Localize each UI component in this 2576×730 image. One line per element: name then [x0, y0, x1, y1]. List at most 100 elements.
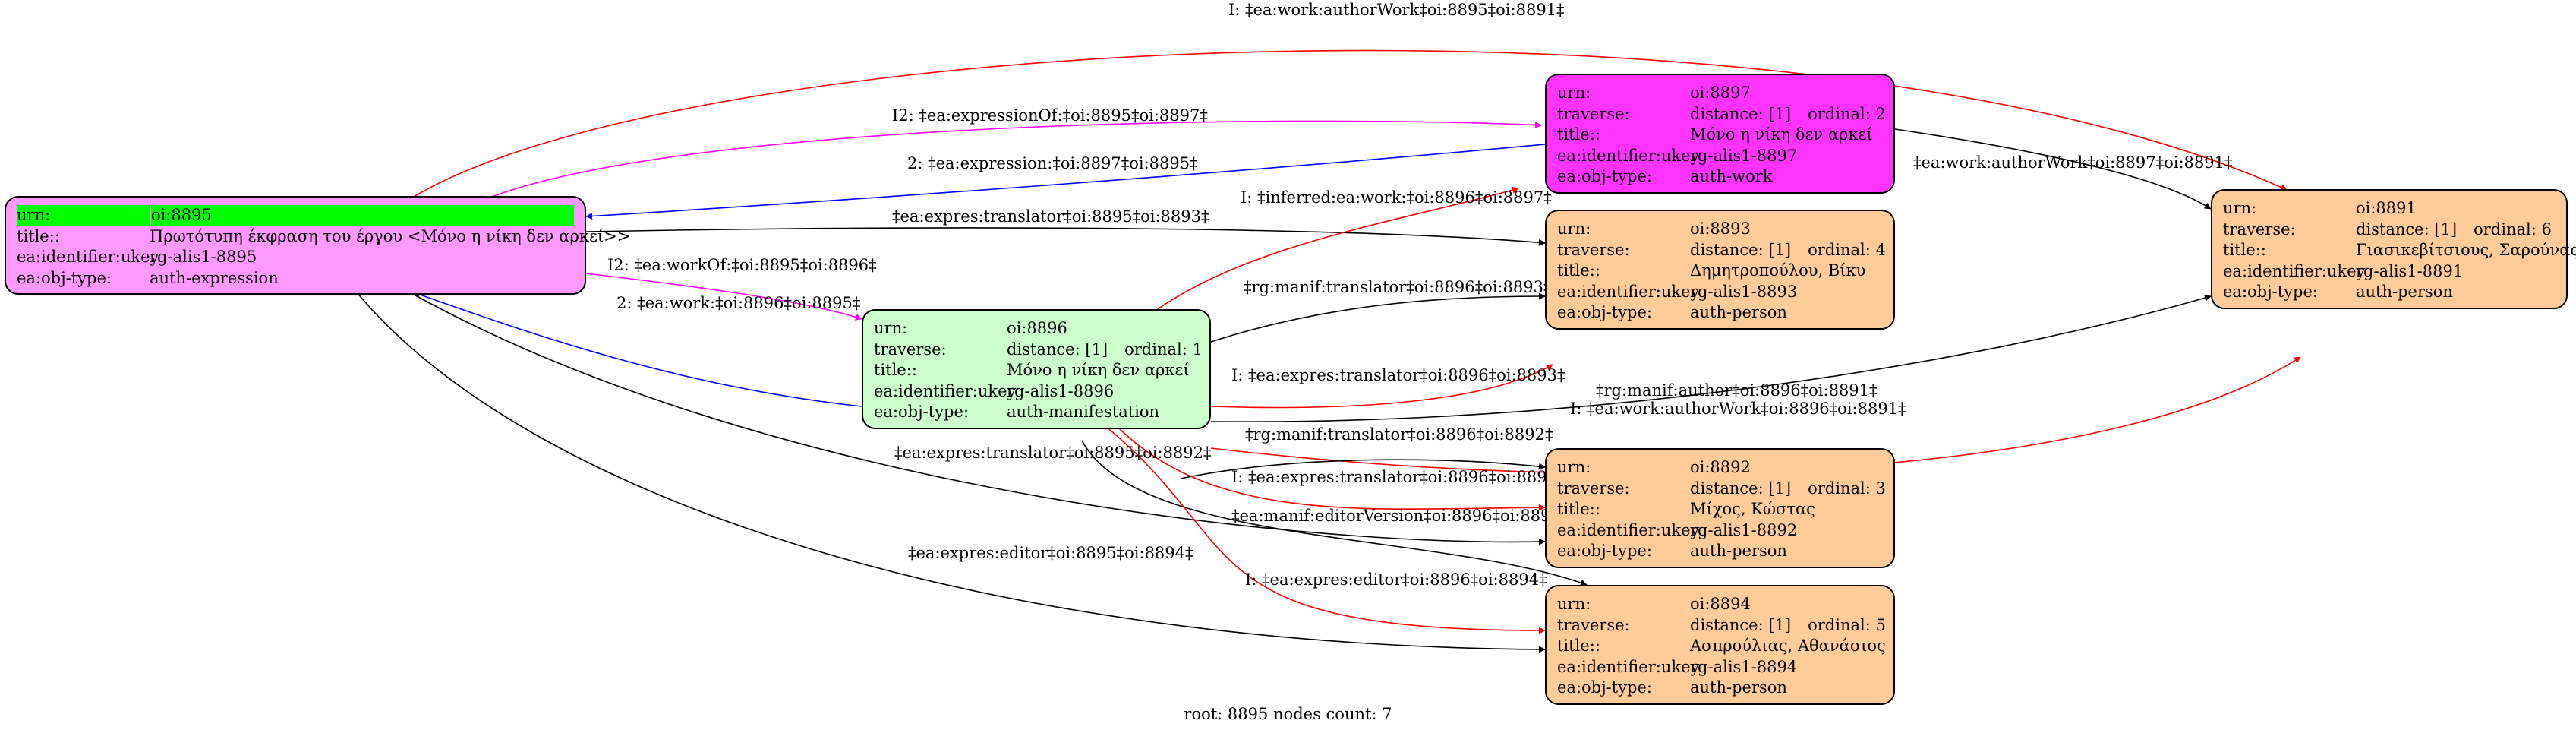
node-8894[interactable]: urn: oi:8894 traverse: distance: [1]ordi…: [1545, 585, 1895, 705]
node-8893[interactable]: urn: oi:8893 traverse: distance: [1]ordi…: [1545, 210, 1895, 330]
edge-label: I2: ‡ea:workOf:‡oi:8895‡oi:8896‡: [607, 256, 877, 274]
title-value: Μόνο η νίκη δεν αρκεί: [1690, 125, 1873, 144]
edge-label: ‡ea:expres:editor‡oi:8895‡oi:8894‡: [908, 544, 1193, 562]
ordinal: ordinal: 2: [1808, 104, 1886, 123]
traverse-value: distance: [1]ordinal: 5: [1690, 615, 1886, 637]
edge-label: I: ‡ea:work:authorWork‡oi:8896‡oi:8891‡: [1570, 400, 1906, 418]
node-row-traverse: traverse: distance: [1]ordinal: 4: [1557, 240, 1886, 261]
type-key: ea:obj-type:: [1557, 167, 1652, 185]
edge-8897-8891-authorwork: [1894, 128, 2212, 210]
edge-8896-8894-editor-red: [1104, 425, 1546, 634]
node-row-title: title:: Δημητροπούλου, Βίκυ: [1557, 261, 1883, 282]
node-row-ukey: ea:identifier:ukey rg-alis1-8894: [1557, 657, 1883, 678]
title-value: Πρωτότυπη έκφραση του έργου <Μόνο η νίκη…: [150, 226, 631, 245]
title-key: title::: [1557, 125, 1600, 144]
edge-label: ‡rg:manif:author‡oi:8896‡oi:8891‡: [1596, 381, 1878, 400]
node-row-urn: urn: oi:8891: [2223, 198, 2556, 220]
node-row-urn: urn: oi:8894: [1557, 594, 1883, 615]
type-value: auth-manifestation: [1007, 403, 1160, 421]
title-key: title::: [1557, 261, 1600, 280]
traverse-key: traverse:: [1557, 240, 1630, 259]
title-key: title::: [1557, 637, 1600, 655]
edge-8895-8893-translator: [585, 227, 1546, 246]
edge-8896-8892-manif-translator: [1180, 459, 1546, 479]
title-value: Γιασικεβίτσιους, Σαρούνας: [2356, 241, 2576, 259]
title-key: title::: [1557, 500, 1600, 518]
node-row-traverse: traverse: distance: [1]ordinal: 2: [1557, 104, 1886, 125]
edge-label: ‡rg:manif:translator‡oi:8896‡oi:8893‡: [1244, 278, 1552, 296]
type-key: ea:obj-type:: [17, 268, 112, 287]
edge-label: I: ‡ea:expres:editor‡oi:8896‡oi:8894‡: [1245, 570, 1547, 589]
ukey-value: rg-alis1-8896: [1007, 381, 1115, 400]
urn-value: oi:8895: [151, 205, 574, 226]
node-row-title: title:: Πρωτότυπη έκφραση του έργου <Μόν…: [17, 226, 630, 248]
urn-key: urn:: [17, 205, 150, 226]
title-value: Μίχος, Κώστας: [1690, 500, 1815, 518]
urn-key: urn:: [1557, 84, 1591, 102]
type-value: auth-person: [2356, 283, 2453, 301]
traverse-value: distance: [1] ordinal: 1: [1007, 340, 1203, 361]
type-value: auth-person: [1690, 542, 1787, 560]
node-row-type: ea:obj-type: auth-manifestation: [874, 402, 1199, 423]
edge-label: ‡ea:work:authorWork‡oi:8897‡oi:8891‡: [1913, 153, 2233, 172]
type-value: auth-expression: [150, 268, 279, 287]
node-row-ukey: ea:identifier:ukey rg-alis1-8897: [1557, 146, 1883, 167]
edge-8896-8893-expres-translator: [1210, 364, 1553, 409]
node-row-type: ea:obj-type: auth-person: [1557, 678, 1883, 699]
node-row-urn: urn: oi:8895: [17, 205, 574, 226]
node-row-type: ea:obj-type: auth-work: [1557, 166, 1883, 188]
distance: distance: [1]: [1007, 340, 1108, 359]
node-row-type: ea:obj-type: auth-person: [1557, 541, 1883, 562]
type-value: auth-person: [1690, 678, 1787, 697]
edge-label: ‡rg:manif:translator‡oi:8896‡oi:8892‡: [1245, 425, 1553, 444]
title-value: Δημητροπούλου, Βίκυ: [1690, 261, 1866, 280]
urn-value: oi:8897: [1690, 84, 1751, 102]
ordinal: ordinal: 4: [1808, 240, 1886, 259]
ukey-key: ea:identifier:ukey: [17, 248, 159, 266]
traverse-key: traverse:: [874, 340, 947, 359]
ukey-value: rg-alis1-8897: [1690, 146, 1798, 165]
title-key: title::: [2223, 241, 2266, 259]
node-8895[interactable]: urn: oi:8895 title:: Πρωτότυπη έκφραση τ…: [5, 196, 630, 295]
node-8896[interactable]: urn: oi:8896 traverse: distance: [1] ordi…: [862, 309, 1211, 429]
ukey-key: ea:identifier:ukey: [2223, 261, 2366, 280]
type-value: auth-work: [1690, 167, 1773, 185]
ukey-value: rg-alis1-8892: [1690, 520, 1798, 539]
ordinal: ordinal: 5: [1808, 615, 1886, 634]
type-key: ea:obj-type:: [2223, 283, 2318, 301]
edge-label: I: ‡ea:expres:translator‡oi:8896‡oi:8893…: [1231, 366, 1565, 384]
edge-8895-8896-workof: [585, 273, 862, 321]
ukey-value: rg-alis1-8895: [150, 248, 257, 266]
ordinal: ordinal: 1: [1124, 340, 1203, 359]
traverse-value: distance: [1]ordinal: 2: [1690, 104, 1886, 125]
edge-label: I2: ‡ea:expressionOf:‡oi:8895‡oi:8897‡: [892, 106, 1208, 125]
urn-key: urn:: [1557, 595, 1591, 613]
ukey-key: ea:identifier:ukey: [1557, 282, 1700, 301]
urn-value: oi:8896: [1007, 319, 1067, 337]
node-row-type: ea:obj-type: auth-person: [2223, 282, 2556, 303]
urn-value: oi:8893: [1690, 220, 1751, 238]
urn-key: urn:: [874, 319, 908, 337]
node-row-title: title:: Γιασικεβίτσιους, Σαρούνας: [2223, 240, 2576, 261]
urn-key: urn:: [1557, 458, 1591, 476]
edge-8896-8894-editorversion: [1081, 440, 1588, 586]
edge-8895-8892-expres-translator: [409, 292, 1546, 545]
edge-8895-8894-editor: [356, 292, 1546, 653]
type-key: ea:obj-type:: [1557, 678, 1652, 697]
node-8891[interactable]: urn: oi:8891 traverse: distance: [1]ordi…: [2211, 189, 2576, 309]
ordinal: ordinal: 3: [1808, 479, 1886, 498]
node-row-ukey: ea:identifier:ukey rg-alis1-8895: [17, 247, 574, 268]
node-8892[interactable]: urn: oi:8892 traverse: distance: [1]ordi…: [1545, 448, 1895, 568]
edge-8895-8891-authorwork: [409, 49, 2288, 200]
node-row-urn: urn: oi:8896: [874, 318, 1199, 340]
node-row-type: ea:obj-type: auth-expression: [17, 268, 574, 289]
edge-label: ‡ea:manif:editorVersion‡oi:8896‡oi:8894‡: [1231, 507, 1569, 525]
ukey-key: ea:identifier:ukey: [1557, 520, 1700, 539]
title-value: Ασπρούλιας, Αθανάσιος: [1690, 637, 1886, 655]
edge-label: 2: ‡ea:work:‡oi:8896‡oi:8895‡: [616, 294, 860, 312]
urn-value: oi:8894: [1690, 595, 1751, 613]
node-8897[interactable]: urn: oi:8897 traverse: distance: [1]ordi…: [1545, 74, 1895, 194]
traverse-value: distance: [1]ordinal: 3: [1690, 479, 1886, 500]
ukey-value: rg-alis1-8893: [1690, 282, 1798, 301]
